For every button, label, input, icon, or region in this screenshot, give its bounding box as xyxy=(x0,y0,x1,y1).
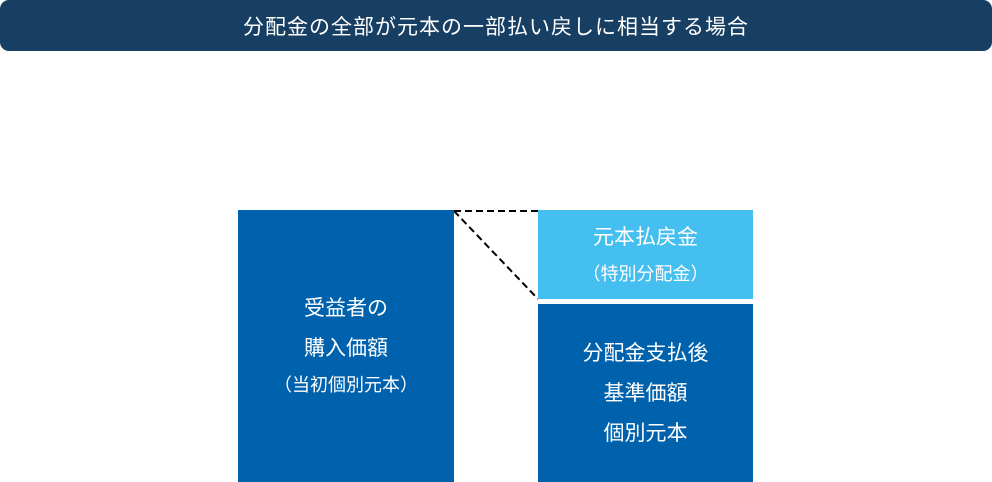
post-distribution-nav-box: 分配金支払後 基準価額 個別元本 xyxy=(538,304,753,482)
label: （当初個別元本） xyxy=(274,375,418,396)
label: 個別元本 xyxy=(603,421,688,445)
principal-refund-box: 元本払戻金 （特別分配金） xyxy=(538,210,753,299)
label: 受益者の xyxy=(304,296,388,320)
diagram-title: 分配金の全部が元本の一部払い戻しに相当する場合 xyxy=(0,0,992,51)
label: 分配金支払後 xyxy=(582,341,709,365)
label: 購入価額 xyxy=(304,336,388,360)
label: 元本払戻金 xyxy=(593,224,698,249)
label: （特別分配金） xyxy=(582,263,709,285)
purchase-price-box: 受益者の 購入価額 （当初個別元本） xyxy=(238,210,454,482)
label: 基準価額 xyxy=(603,381,688,405)
